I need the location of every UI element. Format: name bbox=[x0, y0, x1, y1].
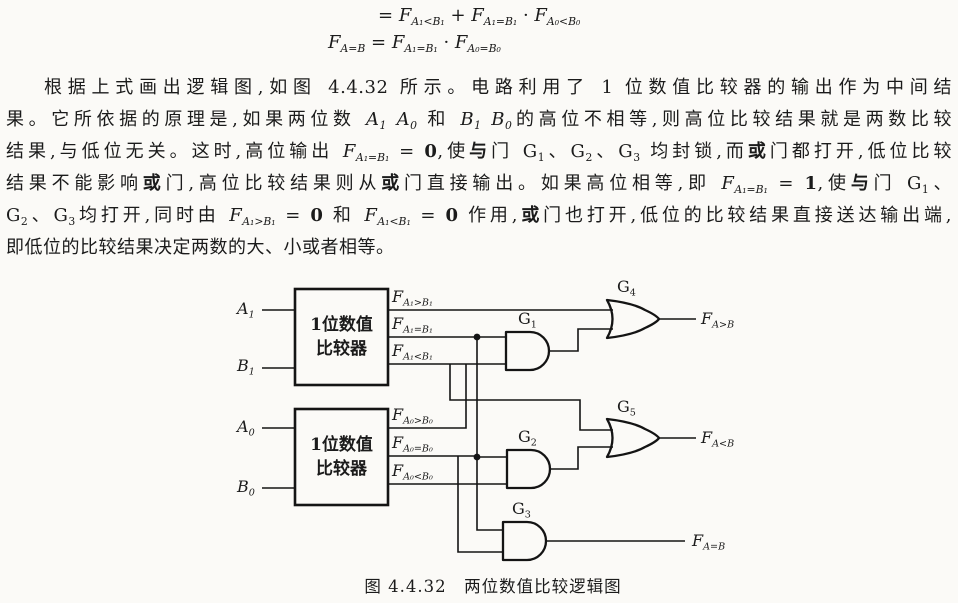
gate-label-g1: G1 bbox=[518, 309, 537, 331]
junction-dot-2 bbox=[473, 453, 481, 461]
gate-label-g2: G2 bbox=[518, 427, 537, 449]
wire-g1-to-g4 bbox=[549, 328, 613, 352]
comparator-2-label-line1: 1位数值 bbox=[310, 435, 373, 455]
comparator-1-label-line1: 1位数值 bbox=[310, 315, 373, 335]
figure-caption: 图 4.4.32 两位数值比较逻辑图 bbox=[364, 577, 622, 596]
output-label-f-altb: FA<B bbox=[701, 428, 735, 450]
output-label-f-agtb: FA>B bbox=[701, 309, 735, 331]
signal-label-f-a1gtb1: FA₁>B₁ bbox=[392, 287, 433, 309]
wire-f-a1ltb1-to-g5 bbox=[449, 364, 613, 431]
equation-line-1: = FA₁<B₁ + FA₁=B₁ · FA₀<B₀ bbox=[378, 5, 581, 29]
signal-label-f-a0ltb0: FA₀<B₀ bbox=[392, 461, 433, 483]
paragraph-line-4: 结果不能影响或门,高位比较结果则从或门直接输出。如果高位相等,即 FA₁=B₁ … bbox=[6, 173, 952, 197]
signal-label-f-a0gtb0: FA₀>B₀ bbox=[392, 405, 433, 427]
input-label-a0: A0 bbox=[237, 417, 255, 439]
comparator-1-label: 1位数值 比较器 bbox=[295, 289, 388, 385]
equation-line-2: FA=B = FA₁=B₁ · FA₀=B₀ bbox=[328, 32, 501, 56]
comparator-2-label-line2: 比较器 bbox=[316, 459, 367, 479]
input-label-b0: B0 bbox=[237, 477, 255, 499]
gate-label-g3: G3 bbox=[512, 499, 531, 521]
signal-label-f-a1eqb1: FA₁=B₁ bbox=[392, 314, 433, 336]
or-gate-g5 bbox=[605, 417, 661, 459]
body-paragraph: 根据上式画出逻辑图,如图 4.4.32 所示。电路利用了 1 位数值比较器的输出… bbox=[6, 72, 952, 264]
input-label-a1: A1 bbox=[237, 299, 255, 321]
and-gate-g3 bbox=[501, 520, 548, 562]
junction-dot-1 bbox=[473, 333, 481, 341]
paragraph-line-2: 果。它所依据的原理是,如果两位数 A1 A0 和 B1 B0的高位不相等,则高位… bbox=[6, 109, 952, 133]
signal-label-f-a0eqb0: FA₀=B₀ bbox=[392, 433, 433, 455]
gate-label-g4: G4 bbox=[617, 277, 636, 299]
wire-trunk-f-a1eqb1 bbox=[476, 337, 503, 531]
or-gate-g4 bbox=[605, 298, 661, 340]
and-gate-g1 bbox=[504, 330, 551, 372]
and-gate-g2 bbox=[505, 448, 552, 490]
paragraph-line-6: 即低位的比较结果决定两数的大、小或者相等。 bbox=[6, 237, 395, 258]
output-label-f-aeqb: FA=B bbox=[692, 531, 726, 553]
paragraph-line-5: G2、G3均打开,同时由 FA₁>B₁ = 0 和 FA₁<B₁ = 0 作用,… bbox=[6, 205, 953, 229]
gate-label-g5: G5 bbox=[617, 397, 636, 419]
comparator-1-label-line2: 比较器 bbox=[316, 339, 367, 359]
comparator-2-label: 1位数值 比较器 bbox=[295, 409, 388, 505]
signal-label-f-a1ltb1: FA₁<B₁ bbox=[392, 341, 433, 363]
paragraph-line-3: 结果,与低位无关。这时,高位输出 FA₁=B₁ = 0,使与门 G1、G2、G3… bbox=[6, 141, 953, 165]
wire-g2-to-g5 bbox=[550, 446, 613, 470]
paragraph-line-1: 根据上式画出逻辑图,如图 4.4.32 所示。电路利用了 1 位数值比较器的输出… bbox=[44, 77, 952, 98]
wire-f-a0eqb0-to-g3 bbox=[457, 456, 503, 553]
input-label-b1: B1 bbox=[237, 356, 255, 378]
